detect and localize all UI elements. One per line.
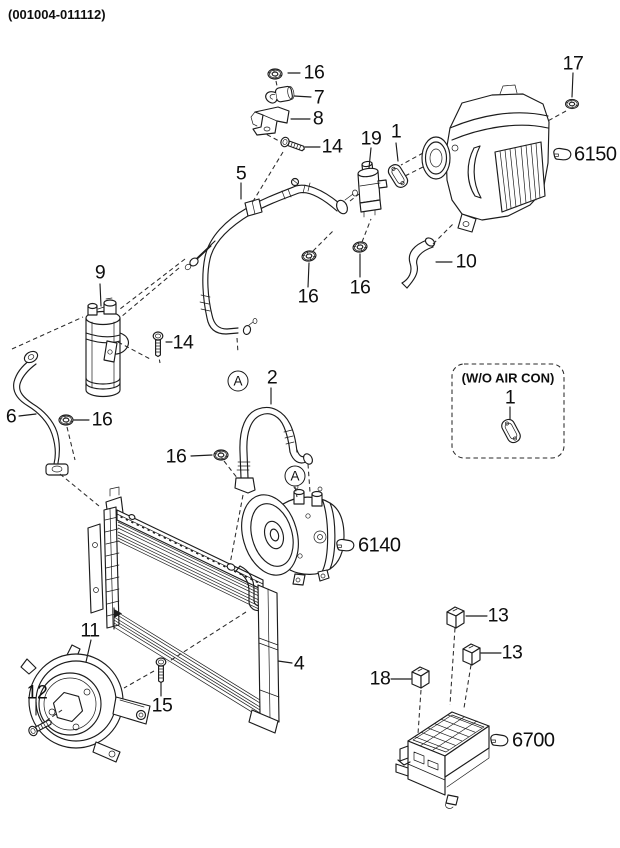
ref-balloon-icon	[336, 147, 572, 747]
callout-9: 9	[94, 261, 106, 284]
callout-11: 11	[80, 619, 100, 642]
callout-14-drier: 14	[172, 331, 194, 354]
callout-1: 1	[390, 120, 402, 143]
relay-drawing	[411, 606, 481, 689]
callout-2: 2	[266, 366, 278, 389]
callout-14-top: 14	[321, 135, 343, 158]
fuse-box-drawing	[395, 711, 490, 809]
callout-16-top: 16	[303, 61, 325, 84]
callout-6: 6	[5, 405, 17, 428]
expansion-valve-drawing	[357, 160, 388, 218]
callout-7: 7	[313, 86, 325, 109]
callout-12: 12	[26, 681, 48, 704]
callout-5: 5	[235, 162, 247, 185]
wo-air-con-title: (W/O AIR CON)	[461, 370, 555, 386]
callout-13-lower: 13	[501, 641, 523, 664]
compressor-drawing	[241, 484, 345, 586]
callout-16-hose: 16	[165, 445, 187, 468]
callout-13-upper: 13	[487, 604, 509, 627]
ref-code-6150: 6150	[574, 143, 617, 166]
callout-18: 18	[369, 667, 391, 690]
liquid-pipe-drawing	[13, 350, 69, 476]
gasket-drawing	[385, 161, 411, 191]
ref-code-6140: 6140	[358, 534, 401, 557]
callout-16-pipe: 16	[91, 408, 113, 431]
callout-17: 17	[562, 52, 584, 75]
callout-16-valve-left: 16	[297, 285, 319, 308]
callout-19: 19	[360, 127, 382, 150]
drain-hose-drawing	[401, 237, 436, 289]
callout-1-wo-air-con: 1	[504, 386, 516, 409]
callout-8: 8	[312, 107, 324, 130]
callout-4: 4	[293, 652, 305, 675]
section-marker-a-upper: A	[227, 370, 249, 392]
page-range-code: (001004-011112)	[8, 7, 106, 22]
callout-16-valve-right: 16	[349, 276, 371, 299]
callout-10: 10	[455, 250, 477, 273]
callout-15: 15	[151, 694, 173, 717]
pipe-assembly-drawing	[184, 177, 358, 336]
wo-air-con-box	[451, 363, 565, 459]
fan-clutch-drawing	[20, 644, 151, 763]
wo-air-con-gasket-drawing	[499, 416, 523, 446]
clamp-drawing	[265, 85, 295, 104]
receiver-drier-drawing	[85, 297, 129, 398]
callout-leader-lines	[18, 72, 574, 716]
assembly-dashed-lines	[11, 80, 567, 735]
ref-code-6700: 6700	[512, 729, 555, 752]
bracket-drawing	[250, 106, 290, 136]
section-marker-a-lower: A	[284, 465, 306, 487]
condenser-drawing	[87, 486, 280, 734]
discharge-hose-drawing	[234, 406, 313, 494]
blower-unit-drawing	[421, 84, 550, 233]
